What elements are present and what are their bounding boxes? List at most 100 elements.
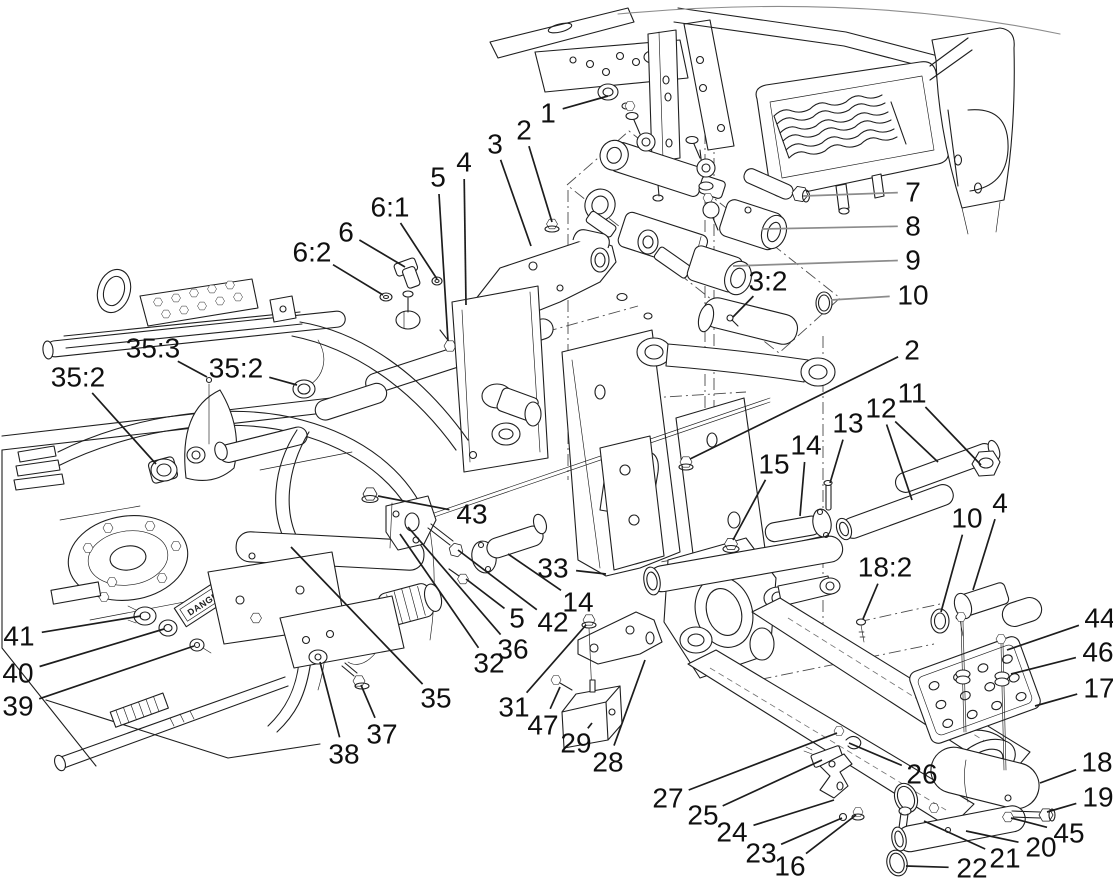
callout-6:1: 6:1 bbox=[371, 192, 410, 223]
callout-40: 40 bbox=[2, 658, 33, 689]
callout-19: 19 bbox=[1082, 782, 1113, 813]
leader-line-32 bbox=[399, 533, 480, 649]
callout-12: 12 bbox=[865, 393, 896, 424]
leader-line-10 bbox=[830, 295, 890, 301]
leader-line-24 bbox=[753, 799, 835, 827]
leader-line-41 bbox=[41, 615, 142, 634]
leader-line-4 bbox=[463, 178, 467, 306]
callout-26: 26 bbox=[906, 759, 937, 790]
callout-18: 18 bbox=[1081, 747, 1112, 778]
callout-6:2: 6:2 bbox=[293, 237, 332, 268]
callout-6: 6 bbox=[338, 217, 354, 248]
callout-2: 2 bbox=[904, 335, 920, 366]
callout-44: 44 bbox=[1084, 603, 1113, 634]
callout-3: 3 bbox=[487, 129, 503, 160]
leader-line-23 bbox=[780, 817, 843, 846]
leader-line-46 bbox=[1010, 656, 1077, 675]
leader-line-4 bbox=[972, 518, 996, 591]
leader-line-16 bbox=[805, 814, 857, 855]
callout-22: 22 bbox=[956, 853, 987, 884]
callout-14: 14 bbox=[562, 587, 593, 618]
callout-36: 36 bbox=[497, 634, 528, 665]
callout-15: 15 bbox=[758, 449, 789, 480]
leader-line-26 bbox=[848, 742, 903, 767]
callout-42: 42 bbox=[537, 607, 568, 638]
callout-10: 10 bbox=[951, 503, 982, 534]
callout-35:2: 35:2 bbox=[51, 362, 106, 393]
leader-line-38 bbox=[319, 661, 341, 738]
callout-43: 43 bbox=[456, 499, 487, 530]
leader-line-12 bbox=[885, 424, 913, 501]
callout-8: 8 bbox=[905, 211, 921, 242]
leader-line-42 bbox=[457, 549, 538, 611]
lift-arm-assembly bbox=[687, 597, 1056, 877]
leader-line-3:2 bbox=[732, 295, 755, 318]
callout-14: 14 bbox=[790, 430, 821, 461]
callout-38: 38 bbox=[328, 739, 359, 770]
leader-line-31 bbox=[525, 624, 587, 694]
leader-line-10 bbox=[940, 534, 964, 613]
callout-45: 45 bbox=[1053, 818, 1084, 849]
callout-28: 28 bbox=[592, 747, 623, 778]
leader-line-5 bbox=[438, 193, 449, 342]
leader-line-20 bbox=[965, 830, 1019, 844]
callout-18:2: 18:2 bbox=[858, 552, 913, 583]
leader-line-29 bbox=[587, 722, 593, 729]
leader-line-33 bbox=[576, 569, 607, 575]
upper-frame bbox=[489, 5, 1061, 202]
leader-line-2 bbox=[528, 145, 553, 223]
callout-35:2: 35:2 bbox=[209, 353, 264, 384]
callout-4: 4 bbox=[992, 488, 1008, 519]
leader-line-37 bbox=[360, 684, 376, 719]
pin-and-lever bbox=[636, 291, 836, 387]
callout-3:2: 3:2 bbox=[749, 266, 788, 297]
leader-line-2 bbox=[689, 356, 899, 460]
leader-line-11 bbox=[924, 406, 982, 466]
leader-line-35:3 bbox=[177, 360, 208, 378]
leader-line-3 bbox=[499, 159, 532, 247]
leader-line-6:1 bbox=[399, 222, 438, 280]
callout-37: 37 bbox=[366, 719, 397, 750]
leader-line-35:2 bbox=[91, 392, 157, 465]
leader-line-39 bbox=[38, 645, 195, 700]
leader-line-18:2 bbox=[862, 583, 879, 620]
callout-10: 10 bbox=[897, 280, 928, 311]
callout-31: 31 bbox=[498, 692, 529, 723]
callout-24: 24 bbox=[716, 817, 747, 848]
leader-line-15 bbox=[732, 479, 767, 541]
pin-group-right bbox=[643, 439, 1043, 643]
callout-27: 27 bbox=[652, 783, 683, 814]
leader-line-13 bbox=[829, 439, 844, 484]
leader-line-45 bbox=[1010, 817, 1048, 829]
leader-line-12 bbox=[894, 420, 939, 463]
leader-line-40 bbox=[39, 628, 165, 668]
leader-line-19 bbox=[1046, 802, 1077, 813]
callout-46: 46 bbox=[1082, 637, 1113, 668]
leader-line-8 bbox=[761, 225, 898, 230]
callout-5: 5 bbox=[430, 162, 446, 193]
leader-line-25 bbox=[722, 759, 823, 807]
callout-32: 32 bbox=[473, 648, 504, 679]
callout-20: 20 bbox=[1025, 832, 1056, 863]
step-tread bbox=[773, 94, 907, 159]
leader-line-1 bbox=[562, 95, 609, 110]
callout-33: 33 bbox=[537, 553, 568, 584]
leader-line-47 bbox=[549, 686, 561, 710]
leader-line-5 bbox=[465, 578, 506, 610]
callout-2: 2 bbox=[516, 115, 532, 146]
callout-13: 13 bbox=[832, 408, 863, 439]
callout-23: 23 bbox=[745, 838, 776, 869]
leader-line-6:2 bbox=[332, 263, 384, 296]
leader-line-35:2 bbox=[269, 376, 298, 386]
right-fender bbox=[929, 27, 1015, 235]
leader-line-14 bbox=[507, 553, 562, 592]
callout-35: 35 bbox=[420, 683, 451, 714]
leader-line-36 bbox=[407, 526, 502, 636]
push-handle bbox=[42, 268, 469, 451]
callout-41: 41 bbox=[3, 621, 34, 652]
leader-line-7 bbox=[802, 191, 898, 197]
callout-47: 47 bbox=[527, 710, 558, 741]
